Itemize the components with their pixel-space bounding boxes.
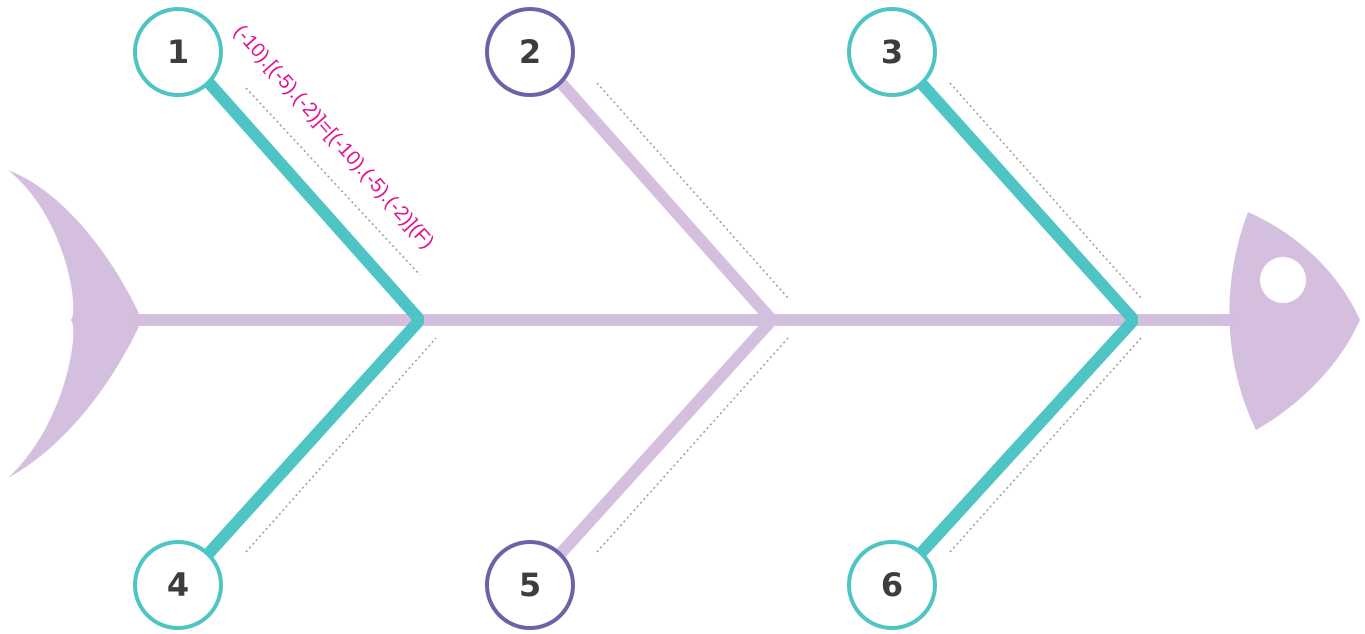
node-circle-2: [485, 7, 575, 97]
node-5: 5: [485, 540, 575, 630]
bone-1: [204, 78, 424, 324]
bone-5: [556, 316, 776, 558]
guide-4: [245, 337, 437, 553]
node-6: 6: [847, 540, 937, 630]
fish-head: [1229, 212, 1360, 430]
node-label-4: 4: [167, 566, 189, 604]
node-label-6: 6: [881, 566, 903, 604]
bones: [204, 78, 1138, 558]
bone-2: [556, 78, 776, 324]
node-label-2: 2: [519, 33, 541, 71]
bone-3: [916, 78, 1138, 324]
fish-tail: [8, 170, 142, 478]
bone-4: [204, 316, 424, 558]
guide-3: [949, 82, 1142, 299]
node-circle-5: [485, 540, 575, 630]
fish-eye: [1260, 257, 1306, 303]
node-circle-1: [133, 7, 223, 97]
node-circle-4: [133, 540, 223, 630]
node-circle-3: [847, 7, 937, 97]
node-circle-6: [847, 540, 937, 630]
guide-6: [949, 337, 1142, 553]
guide-5: [596, 337, 789, 553]
node-1: 1: [133, 7, 223, 97]
node-4: 4: [133, 540, 223, 630]
bone-6: [916, 316, 1138, 558]
guide-1: [245, 87, 421, 276]
guide-2: [596, 82, 789, 299]
node-3: 3: [847, 7, 937, 97]
node-label-3: 3: [881, 33, 903, 71]
node-label-1: 1: [167, 33, 189, 71]
node-label-5: 5: [519, 566, 541, 604]
node-2: 2: [485, 7, 575, 97]
